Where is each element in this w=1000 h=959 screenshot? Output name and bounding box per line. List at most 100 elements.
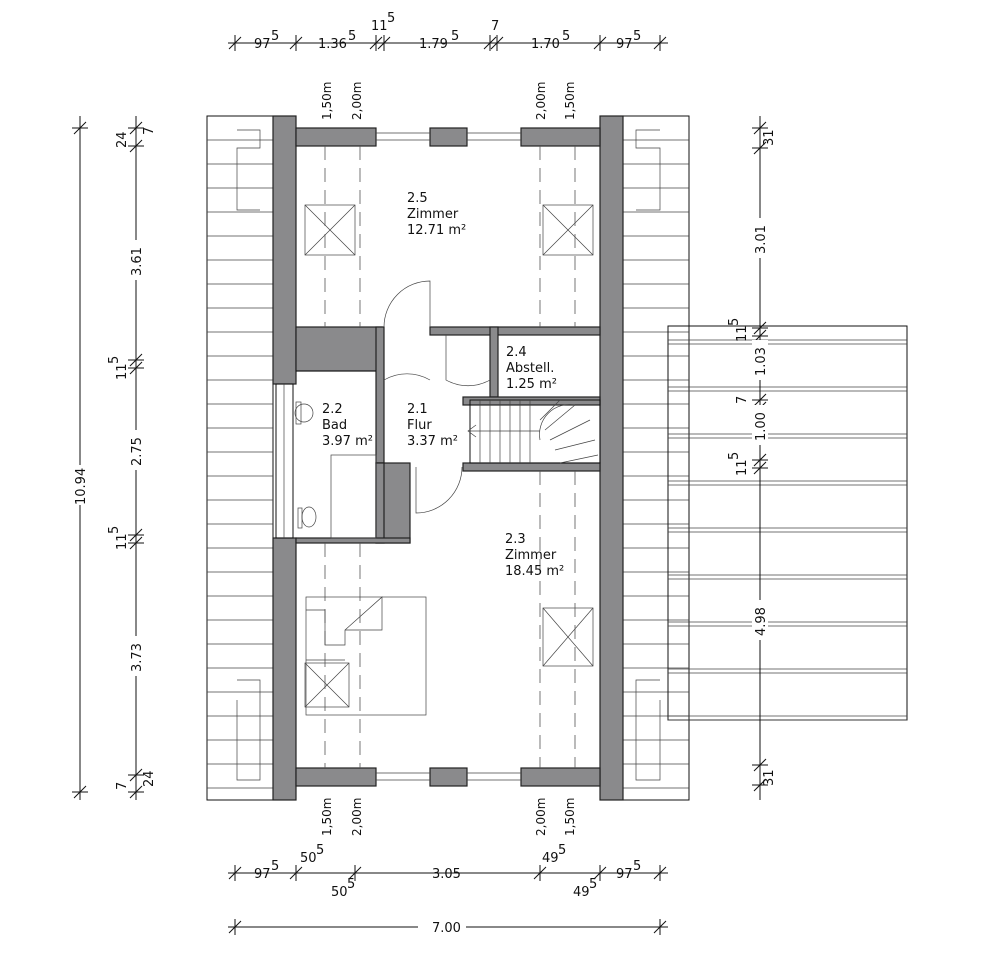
dim-label: 49 [573, 885, 590, 900]
window-height-label: 2,00m [350, 82, 364, 120]
dim-label: 4.98 [754, 607, 769, 636]
room-number: 2.2 [322, 402, 343, 417]
bed [305, 596, 427, 716]
room-label-2-2: 2.2 Bad 3.97 m² [322, 402, 373, 449]
staircase [467, 399, 601, 464]
dim-sup: 5 [727, 318, 742, 326]
room-label-2-5: 2.5 Zimmer 12.71 m² [407, 191, 466, 238]
roof-tile-lines-left [207, 139, 273, 789]
dimension-chain-right: 31 3.01 11 5 1.03 7 1.00 11 5 4.98 31 [727, 116, 777, 800]
dim-label: 24 [115, 131, 130, 148]
room-name: Zimmer [505, 548, 557, 563]
dim-sup: 5 [558, 843, 566, 858]
window-height-labels: 1,50m 2,00m 2,00m 1,50m 1,50m 2,00m 2,00… [320, 82, 577, 836]
dim-label: 97 [254, 37, 271, 52]
dim-label: 11 [735, 459, 750, 476]
room-area: 3.37 m² [407, 434, 458, 449]
window-height-label: 1,50m [320, 798, 334, 836]
room-label-2-3: 2.3 Zimmer 18.45 m² [505, 532, 564, 579]
dim-label: 2.75 [130, 437, 145, 466]
dim-sup: 5 [271, 859, 279, 874]
window-height-label: 2,00m [534, 798, 548, 836]
dim-sup: 5 [107, 356, 122, 364]
window-height-label: 2,00m [534, 82, 548, 120]
window-height-label: 2,00m [350, 798, 364, 836]
dim-sup: 5 [562, 29, 570, 44]
room-name: Flur [407, 418, 432, 433]
dim-label: 3.05 [432, 867, 461, 882]
dim-label: 1.70 [531, 37, 560, 52]
dimension-chain-bottom: 97 5 50 5 50 5 3.05 49 5 49 5 97 5 7.00 [228, 843, 668, 936]
dim-label: 7 [735, 396, 750, 404]
dim-sup: 5 [727, 452, 742, 460]
dim-label: 1.03 [754, 347, 769, 376]
dim-sup: 5 [387, 11, 395, 26]
dim-sup: 5 [347, 877, 355, 892]
doors [383, 280, 491, 514]
room-name: Abstell. [506, 361, 554, 376]
roof-left [206, 115, 274, 801]
room-number: 2.4 [506, 345, 527, 360]
dim-label: 50 [331, 885, 348, 900]
bathroom-fixtures [294, 401, 377, 539]
dim-label: 7 [115, 782, 130, 790]
dim-label: 1.00 [754, 412, 769, 441]
dim-label: 97 [616, 867, 633, 882]
stair-step [559, 454, 599, 464]
stair-step [539, 399, 561, 421]
roof-right [622, 115, 690, 801]
dimension-chain-left: 10.94 24 7 3.61 11 5 2.75 11 5 3.73 7 24 [72, 116, 157, 800]
dim-label: 31 [762, 129, 777, 146]
dim-label: 1.79 [419, 37, 448, 52]
dim-label: 49 [542, 851, 559, 866]
dim-total-length: 10.94 [74, 468, 89, 505]
dim-label: 11 [115, 363, 130, 380]
dim-sup: 5 [271, 29, 279, 44]
dim-label: 11 [115, 533, 130, 550]
dim-sup: 5 [633, 29, 641, 44]
dim-label: 3.73 [130, 643, 145, 672]
roof-tile-lines-right [623, 139, 689, 789]
room-number: 2.3 [505, 532, 526, 547]
room-area: 3.97 m² [322, 434, 373, 449]
window-height-label: 1,50m [563, 798, 577, 836]
dormer-roof [667, 325, 908, 721]
dim-label: 11 [735, 325, 750, 342]
dim-sup: 5 [633, 859, 641, 874]
dim-sup: 5 [316, 843, 324, 858]
room-label-2-1: 2.1 Flur 3.37 m² [407, 402, 458, 449]
dim-label: 1.36 [318, 37, 347, 52]
skylights [304, 146, 594, 768]
room-number: 2.1 [407, 402, 428, 417]
stair-step [554, 439, 596, 451]
dim-sup: 5 [107, 526, 122, 534]
dim-total-width: 7.00 [432, 921, 461, 936]
dim-label: 3.61 [130, 247, 145, 276]
window-height-label: 1,50m [563, 82, 577, 120]
dim-label: 11 [371, 19, 388, 34]
room-label-2-4: 2.4 Abstell. 1.25 m² [506, 345, 557, 392]
stair-step [549, 419, 591, 441]
stair-step [544, 404, 576, 431]
dim-label: 3.01 [754, 225, 769, 254]
dim-sup: 5 [589, 877, 597, 892]
room-area: 18.45 m² [505, 564, 564, 579]
dim-label: 24 [142, 770, 157, 787]
dormer-tile-lines [668, 339, 907, 721]
outer-walls [272, 115, 624, 801]
dimension-chain-top: 97 5 1.36 5 11 5 1.79 5 7 1.70 5 97 5 [228, 11, 668, 52]
dim-label: 7 [491, 19, 499, 34]
dim-sup: 5 [348, 29, 356, 44]
dim-label: 50 [300, 851, 317, 866]
inner-walls [295, 326, 601, 544]
window-height-label: 1,50m [320, 82, 334, 120]
dim-label: 31 [762, 769, 777, 786]
room-area: 12.71 m² [407, 223, 466, 238]
room-number: 2.5 [407, 191, 428, 206]
room-name: Zimmer [407, 207, 459, 222]
room-name: Bad [322, 418, 347, 433]
dim-label: 97 [254, 867, 271, 882]
room-area: 1.25 m² [506, 377, 557, 392]
dim-sup: 5 [451, 29, 459, 44]
